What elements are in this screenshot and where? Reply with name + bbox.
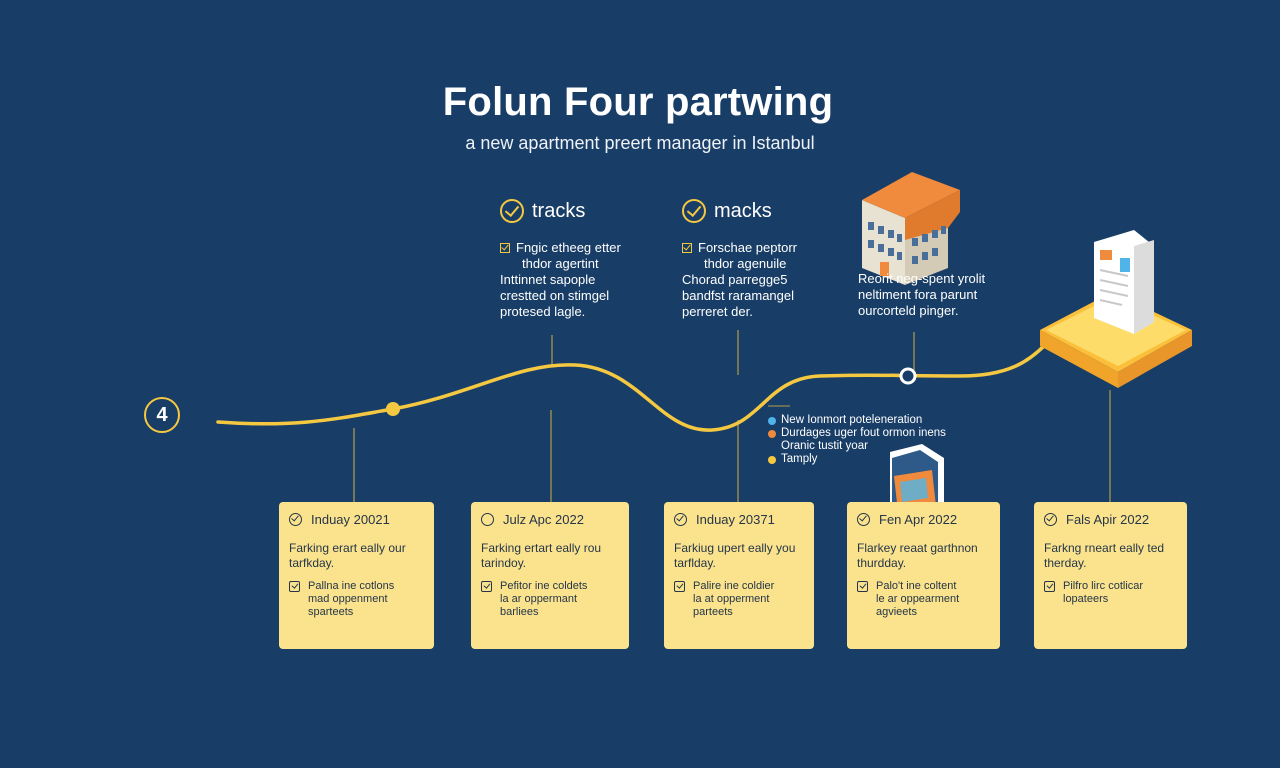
orange-dot-icon	[768, 429, 776, 438]
checkbox-icon	[481, 581, 492, 592]
card-sub: le ar oppearment	[876, 593, 960, 605]
card-sub: Pilfro lirc cotlicar	[1063, 580, 1144, 592]
legend-label: Durdages uger fout ormon inens	[781, 427, 946, 439]
column-line: crestted on stimgel	[500, 288, 610, 303]
column-text-macks: Forschae peptorr thdor agenuile Chorad p…	[682, 240, 797, 320]
column-line: protesed lagle.	[500, 304, 586, 319]
checkbox-icon	[1044, 581, 1055, 592]
column-line: thdor agenuile	[704, 256, 787, 271]
card-sub: lopateers	[1063, 593, 1109, 605]
column-heading-label: tracks	[532, 199, 586, 222]
card-sub: la ar oppermant	[500, 593, 578, 605]
card-sub: mad oppenment	[308, 593, 388, 605]
check-circle-icon	[500, 199, 524, 223]
card-desc: thurdday.	[857, 555, 907, 570]
card-date: Induay 20371	[696, 512, 775, 527]
column-text-building: Reorit neg-spent yrolit neltiment fora p…	[858, 271, 985, 319]
document-icon	[1094, 230, 1154, 334]
check-circle-icon	[682, 199, 706, 223]
column-line: ourcorteld pinger.	[858, 303, 959, 318]
check-circle-icon	[1044, 513, 1057, 526]
card-sub: barliees	[500, 606, 539, 618]
column-heading-tracks: tracks	[500, 199, 585, 223]
column-check-label: Fngic etheeg etter	[516, 240, 621, 255]
column-line: bandfst raramangel	[682, 288, 795, 303]
page-title: Folun Four partwing	[442, 80, 834, 124]
column-line: Inttinnet sapople	[500, 272, 596, 287]
card-desc: Farkng rneart eally ted	[1044, 541, 1165, 555]
card-desc: therday.	[1044, 555, 1087, 570]
legend-label: Tamply	[781, 453, 818, 465]
card-desc: Farking erart eally our	[289, 541, 406, 555]
card-sub: Pallna ine cotlons	[308, 580, 395, 592]
column-text-tracks: Fngic etheeg etter thdor agertint Inttin…	[500, 240, 621, 320]
card-sub: sparteets	[308, 606, 354, 618]
card-desc: Farking ertart eally rou	[481, 541, 602, 555]
card-sub: agvieets	[876, 606, 917, 618]
legend-item: Tamply	[768, 453, 946, 466]
card-sub: la at opperment	[693, 593, 770, 605]
checkbox-icon	[289, 581, 300, 592]
timeline-dot	[386, 402, 400, 416]
legend-item: Durdages uger fout ormon inens	[768, 427, 946, 440]
card-sub: Palo't ine coltent	[876, 580, 957, 592]
check-circle-icon	[674, 513, 687, 526]
card-date: Fen Apr 2022	[879, 512, 958, 527]
card-desc: tarindoy.	[481, 555, 527, 570]
legend-label: Oranic tustit yoar	[781, 440, 868, 452]
column-heading-macks: macks	[682, 199, 772, 223]
card-desc: Farkiug upert eally you	[674, 541, 796, 555]
legend-item: Oranic tustit yoar	[768, 440, 946, 453]
card-date: Fals Apir 2022	[1066, 512, 1150, 527]
card-date: Induay 20021	[311, 512, 390, 527]
building-icon	[862, 172, 960, 285]
card-desc: tarflday.	[674, 555, 716, 570]
card-sub: Palire ine coldier	[693, 580, 775, 592]
card-sub: parteets	[693, 606, 733, 618]
step-number: 4	[144, 397, 180, 433]
yellow-dot-icon	[768, 455, 776, 464]
card-desc: Flarkey reaat garthnon	[857, 541, 978, 555]
card-date: Julz Apc 2022	[503, 512, 584, 527]
column-line: thdor agertint	[522, 256, 599, 271]
blue-dot-icon	[768, 416, 776, 425]
column-line: Chorad parregge5	[682, 272, 788, 287]
check-circle-icon	[857, 513, 870, 526]
legend-label: New Ionmort poteleneration	[781, 414, 923, 426]
check-circle-icon	[289, 513, 302, 526]
card-sub: Pefitor ine coldets	[500, 580, 588, 592]
checkbox-icon	[500, 243, 510, 253]
column-line: perreret der.	[682, 304, 753, 319]
column-check-label: Forschae peptorr	[698, 240, 797, 255]
checkbox-icon	[857, 581, 868, 592]
card-desc: tarfkday.	[289, 555, 335, 570]
legend: New Ionmort poteleneration Durdages uger…	[768, 414, 946, 466]
column-line: Reorit neg-spent yrolit	[858, 271, 986, 286]
timeline-node	[899, 367, 917, 385]
checkbox-icon	[674, 581, 685, 592]
empty-circle-icon	[481, 513, 494, 526]
page-subtitle: a new apartment preert manager in Istanb…	[465, 133, 815, 153]
legend-item: New Ionmort poteleneration	[768, 414, 946, 427]
column-line: neltiment fora parunt	[858, 287, 978, 302]
column-heading-label: macks	[714, 199, 772, 222]
checkbox-icon	[682, 243, 692, 253]
